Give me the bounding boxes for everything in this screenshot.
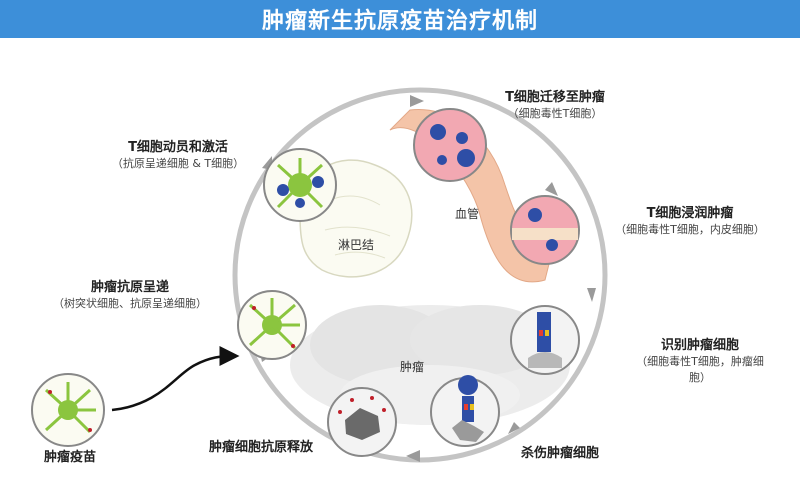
step-label-presentation: 肿瘤抗原呈递 （树突状细胞、抗原呈递细胞） — [50, 280, 210, 312]
step-title: 识别肿瘤细胞 — [660, 338, 739, 353]
step-subtitle: （树突状细胞、抗原呈递细胞） — [53, 297, 207, 310]
vaccine-label: 肿瘤疫苗 — [25, 450, 115, 466]
step-label-infiltration: T细胞浸润肿瘤 （细胞毒性T细胞，内皮细胞） — [590, 206, 790, 238]
step-circle-infiltration — [510, 195, 580, 265]
step-subtitle: （细胞毒性T细胞，肿瘤细胞） — [636, 355, 764, 384]
step-circle-recognize — [510, 305, 580, 375]
step-title: 肿瘤细胞抗原释放 — [208, 440, 313, 455]
page-title: 肿瘤新生抗原疫苗治疗机制 — [0, 0, 800, 38]
step-title: T细胞动员和激活 — [128, 140, 228, 155]
tumor-label: 肿瘤 — [400, 360, 425, 374]
step-circle-release — [327, 387, 397, 457]
blood-vessel-label: 血管 — [455, 207, 480, 221]
step-circle-kill — [430, 375, 500, 447]
step-subtitle: （抗原呈递细胞 & T细胞） — [111, 157, 245, 170]
cycle-diagram — [31, 87, 608, 463]
vaccine-arrow — [111, 346, 240, 412]
step-subtitle: （细胞毒性T细胞，内皮细胞） — [615, 223, 765, 236]
step-subtitle: （细胞毒性T细胞） — [507, 107, 603, 120]
step-label-release: 肿瘤细胞抗原释放 — [196, 440, 326, 456]
step-label-kill: 杀伤肿瘤细胞 — [500, 446, 620, 462]
step-circle-activation — [263, 148, 337, 222]
step-label-activation: T细胞动员和激活 （抗原呈递细胞 & T细胞） — [88, 140, 268, 172]
lymph-node-label: 淋巴结 — [338, 238, 375, 252]
step-title: 肿瘤抗原呈递 — [90, 280, 169, 295]
vaccine-title: 肿瘤疫苗 — [43, 450, 96, 465]
step-label-recognize: 识别肿瘤细胞 （细胞毒性T细胞，肿瘤细胞） — [630, 338, 770, 386]
vaccine-circle — [31, 373, 105, 447]
step-title: 杀伤肿瘤细胞 — [520, 446, 599, 461]
step-circle-presentation — [237, 290, 307, 360]
step-circle-migration — [413, 108, 487, 182]
step-title: T细胞迁移至肿瘤 — [505, 90, 605, 105]
step-label-migration: T细胞迁移至肿瘤 （细胞毒性T细胞） — [470, 90, 640, 122]
step-title: T细胞浸润肿瘤 — [646, 206, 734, 221]
